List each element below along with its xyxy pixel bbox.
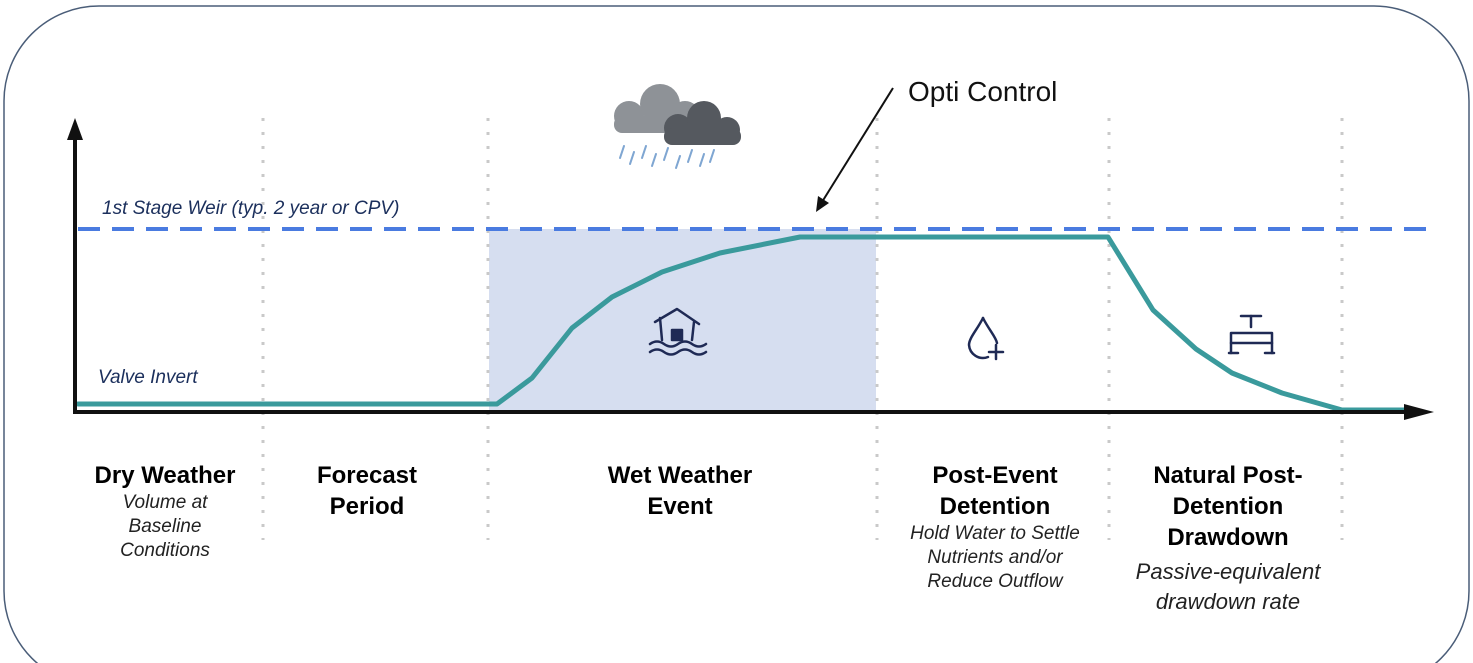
phase-wet-weather-event: Wet Weather Event [580,460,780,522]
flooded-house-icon [648,307,708,356]
callout-arrowhead [816,196,829,212]
phase-separators [261,118,1344,540]
phase-title: Post-Event Detention [932,462,1058,520]
y-axis-arrow [67,118,83,140]
wet-weather-band [489,229,876,410]
weir-label: 1st Stage Weir (typ. 2 year or CPV) [102,198,400,219]
callout-label: Opti Control [908,76,1058,107]
rain-cloud-icon [614,84,741,169]
water-level-line [75,234,1411,413]
valve-pipe-icon [1227,314,1276,355]
phase-title: Wet Weather Event [607,462,753,520]
diagram-border [3,5,1470,663]
phase-title: Dry Weather [94,462,236,489]
phase-title: Natural Post-Detention Drawdown [1153,462,1303,551]
phase-subtitle: Hold Water to Settle Nutrients and/or Re… [910,523,1080,592]
phase-title: Forecast Period [316,462,418,520]
phase-dry-weather: Dry Weather Volume at Baseline Condition… [70,460,260,563]
phase-post-event-detention: Post-Event Detention Hold Water to Settl… [890,460,1100,594]
phase-natural-drawdown: Natural Post-Detention Drawdown Passive-… [1108,460,1348,617]
callout-arrow-line [821,87,894,203]
phase-subtitle: Passive-equivalent drawdown rate [1135,559,1321,614]
valve-invert-label: Valve Invert [98,367,198,388]
phase-forecast-period: Forecast Period [287,460,447,522]
phase-subtitle: Volume at Baseline Conditions [120,492,210,561]
x-axis-arrow [1404,404,1434,420]
water-drop-plus-icon [967,316,1005,361]
